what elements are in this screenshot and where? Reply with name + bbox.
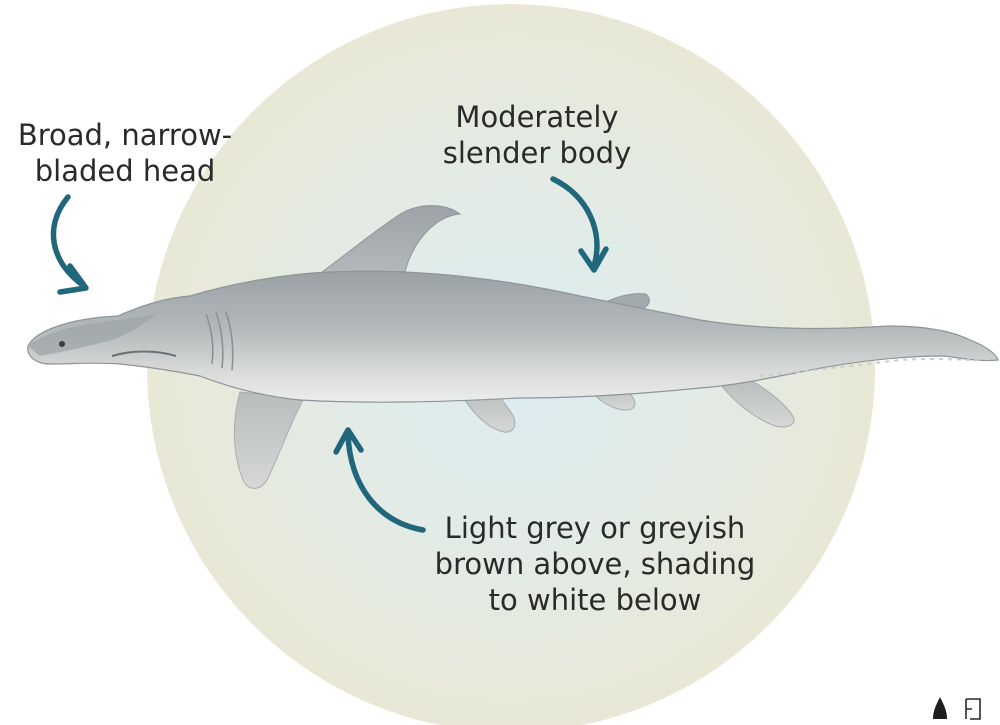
- annotation-coloration-line-1: Light grey or greyish: [425, 510, 765, 546]
- annotation-head-line-1: Broad, narrow-: [6, 117, 244, 153]
- annotation-coloration-line-2: brown above, shading: [425, 546, 765, 582]
- pen-nib-and-bracket-icon: [930, 695, 986, 721]
- annotation-coloration-line-3: to white below: [425, 582, 765, 618]
- annotation-coloration: Light grey or greyish brown above, shadi…: [425, 510, 765, 618]
- annotation-head-line-2: bladed head: [6, 153, 244, 189]
- shark-eye: [59, 341, 65, 347]
- annotation-head: Broad, narrow- bladed head: [6, 117, 244, 189]
- annotation-body-line-1: Moderately: [437, 99, 637, 135]
- head-arrow: [53, 197, 86, 292]
- annotation-body: Moderately slender body: [437, 99, 637, 171]
- annotation-body-line-2: slender body: [437, 135, 637, 171]
